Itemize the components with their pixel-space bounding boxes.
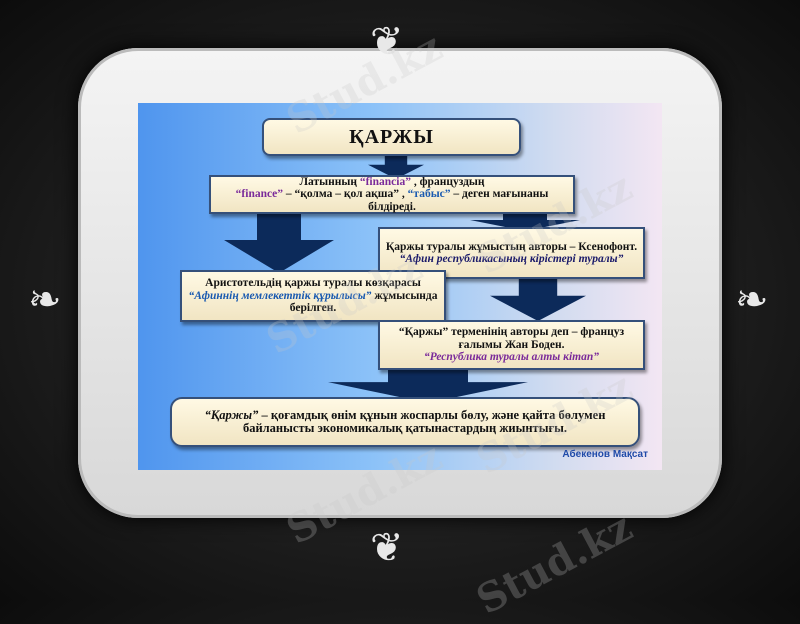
- box-definition: “Қаржы” – қоғамдық өнім құнын жоспарлы б…: [170, 397, 640, 447]
- box-etymology: Латынның “financia” , француздың“finance…: [209, 175, 575, 214]
- box-aristotle: Аристотельдің қаржы туралы көзқарасы “Аф…: [180, 270, 446, 322]
- ornament-top-icon: ❦: [370, 19, 404, 64]
- diagram-slide: ҚАРЖЫ Латынның “financia” , француздың“f…: [138, 103, 662, 470]
- author-label: Абекенов Мақсат: [562, 449, 648, 460]
- box-bodin: “Қаржы” терменінің авторы деп – француз …: [378, 320, 645, 370]
- ornament-bottom-icon: ❦: [370, 525, 404, 570]
- title-text: ҚАРЖЫ: [349, 125, 434, 148]
- arrow-4: [490, 275, 586, 321]
- ornament-right-icon: ❧: [735, 277, 769, 322]
- watermark: Stud.kz: [468, 503, 640, 624]
- box-xenophon: Қаржы туралы жұмыстың авторы – Ксенофонт…: [378, 227, 645, 279]
- title-box: ҚАРЖЫ: [262, 118, 521, 156]
- arrow-2: [224, 213, 334, 273]
- ornament-left-icon: ❧: [28, 277, 62, 322]
